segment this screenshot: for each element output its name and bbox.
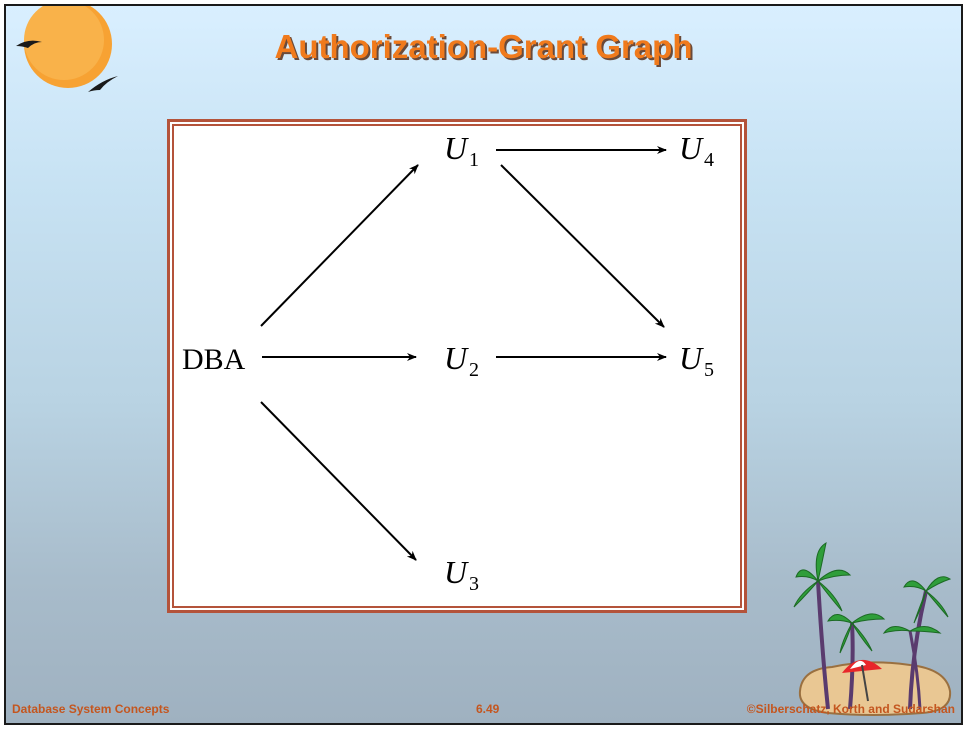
node-u2: U 2 [444, 340, 479, 381]
svg-text:3: 3 [469, 573, 479, 595]
svg-text:U: U [444, 130, 469, 166]
svg-text:U: U [444, 340, 469, 376]
svg-text:U: U [679, 340, 704, 376]
node-u5: U 5 [679, 340, 714, 381]
svg-text:4: 4 [704, 149, 714, 171]
palm-island-icon [793, 542, 952, 716]
node-dba: DBA [182, 343, 246, 376]
edge-dba-u3 [260, 401, 417, 561]
slide-title: Authorization-Grant Graph [274, 28, 693, 65]
sun-birds-icon [16, 6, 118, 92]
svg-text:U: U [679, 130, 704, 166]
diagram-frame [167, 119, 747, 613]
slide: Authorization-Grant Graph DBA U 1 U 2 U … [4, 4, 963, 725]
edge-dba-u1 [260, 164, 419, 327]
node-u1: U 1 [444, 130, 479, 171]
footer-book-title: Database System Concepts [12, 702, 170, 716]
node-u3: U 3 [444, 554, 479, 595]
svg-text:5: 5 [704, 359, 714, 381]
node-u4: U 4 [679, 130, 714, 171]
footer-slide-number: 6.49 [476, 702, 500, 716]
svg-text:1: 1 [469, 149, 479, 171]
svg-text:U: U [444, 554, 469, 590]
svg-text:2: 2 [469, 359, 479, 381]
footer-copyright: ©Silberschatz, Korth and Sudarshan [746, 702, 955, 716]
authorization-graph: DBA U 1 U 2 U 3 U 4 U 5 [182, 130, 714, 595]
edge-u1-u5 [500, 164, 665, 328]
